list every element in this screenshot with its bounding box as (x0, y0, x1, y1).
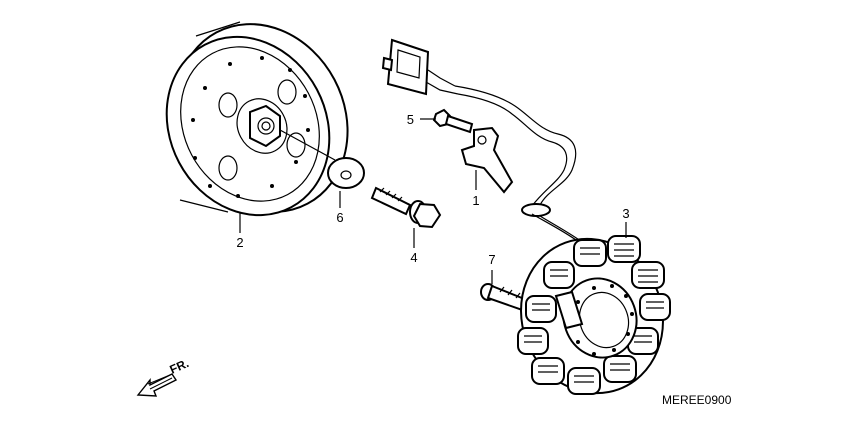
callout-6: 6 (336, 210, 343, 225)
callout-2: 2 (236, 235, 243, 250)
front-indicator-label: FR. (168, 356, 191, 377)
callout-3: 3 (622, 206, 629, 221)
diagram-code: MEREE0900 (662, 393, 732, 407)
stator (517, 235, 671, 395)
front-arrow-icon (136, 373, 178, 397)
flywheel-rotor (165, 21, 349, 217)
callout-1: 1 (472, 193, 479, 208)
callout-7: 7 (488, 252, 495, 267)
wire-clamp-bracket (460, 126, 514, 194)
callout-5: 5 (407, 112, 414, 127)
flange-bolt (370, 186, 442, 229)
washer (279, 129, 365, 189)
callout-4: 4 (410, 250, 417, 265)
wire-harness (381, 38, 613, 273)
small-bolt (432, 108, 474, 134)
